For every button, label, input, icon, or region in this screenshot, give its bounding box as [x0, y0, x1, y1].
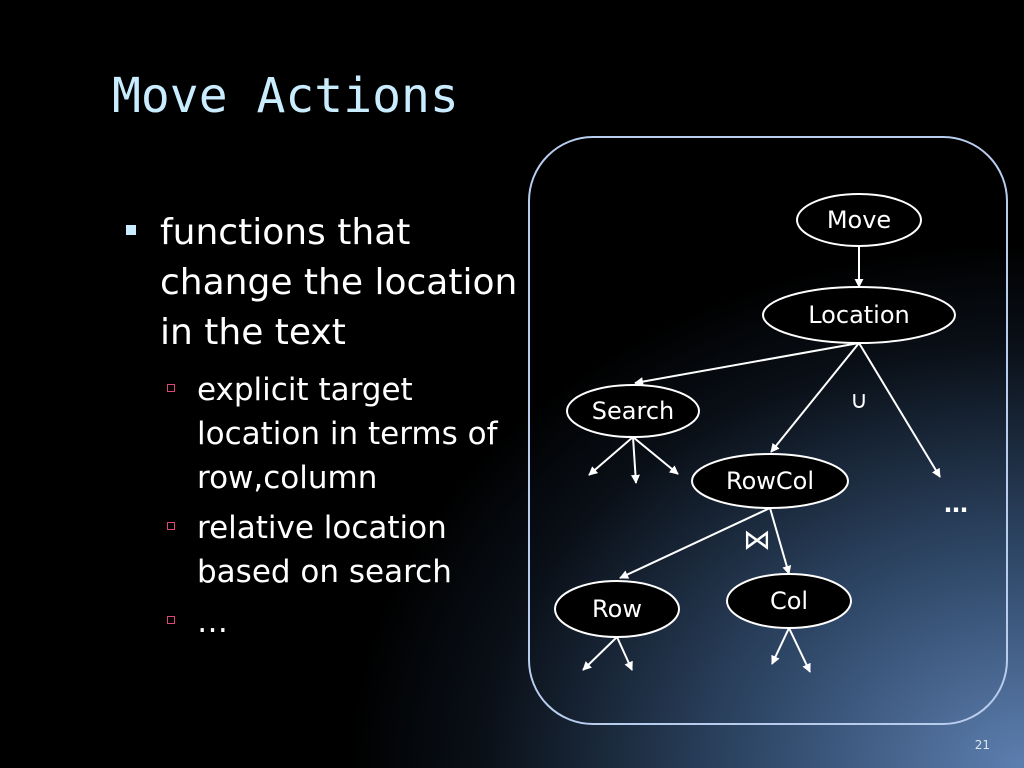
edge-col-child [788, 627, 811, 673]
node-rowcol: RowCol [691, 453, 849, 509]
bullet-text: functions that change the location in th… [160, 212, 518, 353]
node-label: Location [808, 301, 910, 329]
sub-bullet-text: explicit target location in terms of row… [197, 372, 498, 496]
node-col: Col [726, 573, 852, 629]
edge-row-child [616, 636, 633, 671]
sub-bullet-text: relative location based on search [197, 510, 452, 590]
hollow-square-bullet-icon [167, 522, 175, 530]
node-location: Location [762, 286, 956, 344]
node-label: RowCol [726, 467, 814, 495]
node-label: Col [770, 587, 808, 615]
edge-search-child [588, 436, 634, 476]
edge-rowcol-col [769, 507, 792, 575]
edge-col-child [771, 627, 790, 665]
more-ellipsis: … [944, 490, 968, 518]
edge-rowcol-row [619, 507, 771, 579]
sub-bullet-text: … [197, 604, 228, 640]
sub-bullet-item: explicit target location in terms of row… [122, 368, 522, 500]
bullet-item: functions that change the location in th… [122, 208, 522, 358]
node-row: Row [554, 580, 680, 638]
node-label: Move [827, 206, 891, 234]
edge-location-rowcol [770, 342, 860, 453]
square-bullet-icon [126, 225, 136, 235]
edge-location-more [858, 342, 941, 478]
node-move: Move [796, 193, 922, 247]
join-symbol: ⋈ [743, 523, 771, 556]
edge-location-search [634, 342, 860, 387]
bullet-list: functions that change the location in th… [122, 208, 522, 644]
hollow-square-bullet-icon [167, 616, 175, 624]
diagram-frame [528, 136, 1008, 725]
sub-bullet-item: relative location based on search [122, 506, 522, 594]
node-label: Search [592, 397, 674, 425]
union-symbol: ∪ [850, 386, 868, 414]
edge-search-child [630, 436, 640, 484]
slide-title: Move Actions [112, 68, 459, 124]
edge-row-child [582, 636, 618, 671]
node-label: Row [592, 595, 642, 623]
slide-number: 21 [974, 738, 990, 752]
edge-search-child [632, 436, 679, 475]
sub-bullet-item: … [122, 600, 522, 644]
tree-edges [582, 246, 941, 673]
node-search: Search [566, 384, 700, 438]
hollow-square-bullet-icon [167, 384, 175, 392]
